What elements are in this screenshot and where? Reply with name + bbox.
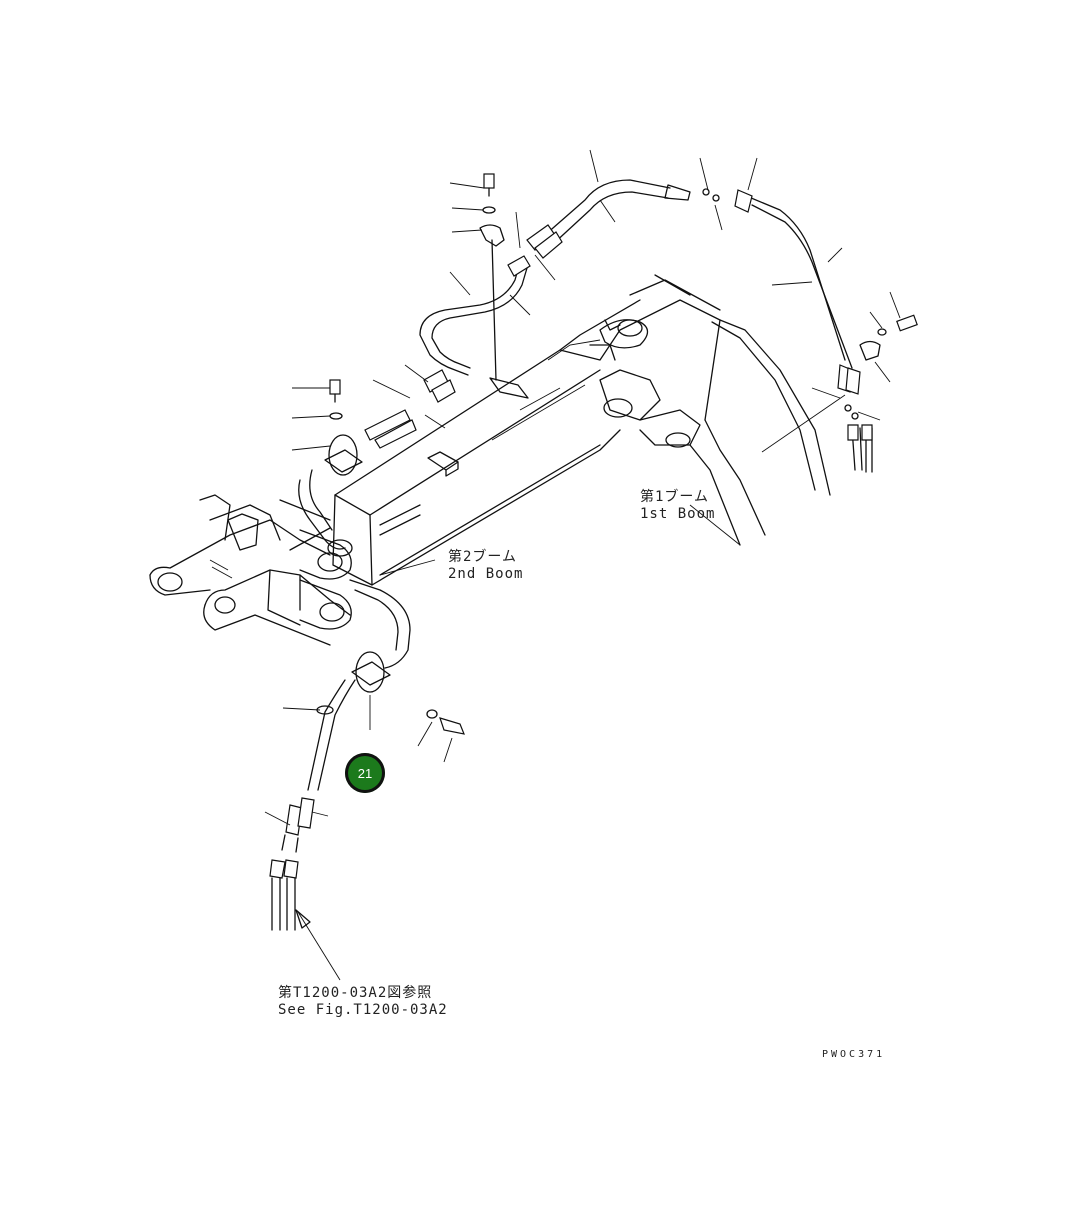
label-reference-en: See Fig.T1200-03A2 xyxy=(278,1002,448,1018)
label-first-boom-en: 1st Boom xyxy=(640,506,716,522)
drawing-code: PWOC371 xyxy=(822,1049,886,1060)
upper-hydraulic-lines xyxy=(364,179,873,473)
first-boom-body xyxy=(689,319,831,546)
label-second-boom-en: 2nd Boom xyxy=(448,566,524,582)
part-callout-21[interactable]: 21 xyxy=(345,753,385,793)
label-second-boom-jp: 第2ブーム xyxy=(448,549,518,565)
leader-lines xyxy=(264,149,901,981)
label-reference-jp: 第T1200-03A2図参照 xyxy=(278,985,433,1001)
clamps-and-bolts xyxy=(269,173,918,931)
boom-foot-bracket xyxy=(149,494,421,646)
label-first-boom-jp: 第1ブーム xyxy=(640,489,710,505)
